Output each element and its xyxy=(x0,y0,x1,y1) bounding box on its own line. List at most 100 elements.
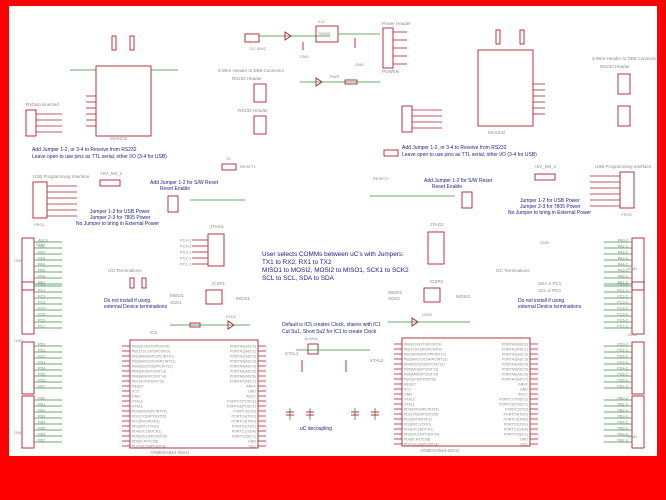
mcu-pin-label: PORTC5(TDI) xyxy=(505,407,528,411)
usb-jumper-right-c: No Jumper to bring in External Power xyxy=(508,210,591,216)
mcu-pin-label: PD5(OC1A/PCINT29) xyxy=(132,434,167,438)
usb-jumper-right-a: Jumper 1-2 for USB Power xyxy=(520,198,580,204)
mcu-pin-label: PORTC2(TCK) xyxy=(504,422,528,426)
cap-c3 xyxy=(111,35,117,51)
rs232-tx-header xyxy=(253,115,267,135)
rs232-rx-label: RX232 Header xyxy=(238,108,268,113)
crystal xyxy=(307,343,319,355)
port-pin-label: PD7 xyxy=(38,384,45,388)
scl-pc0-label: SCL-2 PC0 xyxy=(538,288,561,293)
port-pin-label: PB5-2 xyxy=(617,426,628,430)
i2c-resistor-left-b xyxy=(141,277,147,289)
db9-right-title: 3-Wire Header to DB9 Connector xyxy=(592,56,659,61)
gnd-label: GND xyxy=(14,258,23,263)
mcu-pin-label: PD7(OC2A/PCINT31) xyxy=(404,442,439,446)
mcu-pin-label: PORTA7(ADC7) xyxy=(502,377,528,381)
power-diode xyxy=(284,31,292,41)
mcu-pin-label: PD4(OC1B/XCK1) xyxy=(404,427,434,431)
mcu-pin-label: PORTC6(TOSC1) xyxy=(227,404,256,408)
port-pin-label: PD7-2 xyxy=(617,384,628,388)
led2-label: LED2 xyxy=(422,312,433,317)
crystal-frequency: 16 MHz xyxy=(304,336,318,341)
mcu-pin-label: PORTC1(SDA) xyxy=(504,427,528,431)
pwr-led-label: PWR xyxy=(330,74,339,79)
port-pin-label: PC4-2 xyxy=(617,306,628,310)
mcu-pin-label: PORTA2(ADC2) xyxy=(502,352,528,356)
mcu-pin-label: PB5(MOSI/PCINT13) xyxy=(132,369,166,373)
mcu-pin-label: PORTC6(TOSC1) xyxy=(499,402,528,406)
mcu-pin-label: VCC xyxy=(404,387,412,391)
port-pin-label: PB2 xyxy=(38,408,45,412)
plus5-sel-left: +5V_Sel_1 xyxy=(100,171,123,176)
mcu-pin-label: PB5(MOSI/PCINT13) xyxy=(404,367,438,371)
port-pin-label: PD0-2 xyxy=(617,342,628,346)
cap-c4 xyxy=(129,35,135,51)
port-header xyxy=(631,237,645,291)
mcu-pin-label: PB2(AIN0/INT2/PCINT10) xyxy=(404,352,446,356)
sw-reset-left: Add Jumper 1-2 for S/W Reset xyxy=(150,180,219,186)
mcu-pin-label: PB3(AIN1/OC0A/PCINT11) xyxy=(404,357,447,361)
mcu-pin-label: PB2(AIN0/INT2/PCINT10) xyxy=(132,354,174,358)
usb-jumper-left-a: Jumper 1-2 for USB Power xyxy=(90,209,150,215)
mcu-pin-label: PORTA1(ADC1) xyxy=(230,349,256,353)
mcu-pin-label: GND xyxy=(132,394,140,398)
mcu-pin-label: PD4(OC1B/XCK1) xyxy=(132,429,162,433)
comms-note-3: MISO1 to MOSI2, MOSI2 to MISO1, SCK1 to … xyxy=(262,267,409,274)
reset-switch-right xyxy=(383,149,399,157)
comms-note-2: TX1 to RX2, RX1 to TX2 xyxy=(262,259,332,266)
mcu-pin-label: RESET xyxy=(404,382,417,386)
port-pin-label: PA5 xyxy=(38,268,45,272)
mcu-pin-label: PB1(T1/CLKO/PCINT9) xyxy=(404,347,442,351)
port-pin-label: PC0 xyxy=(38,282,45,286)
cap-c6 xyxy=(519,29,525,45)
usb-jumper-left-b: Jumper 2-3 for 7805 Power xyxy=(90,215,151,221)
port-pin-label: PC1-2 xyxy=(617,288,628,292)
xtal1-label: XTAL1 xyxy=(285,351,299,356)
gnd-label: GND xyxy=(540,240,549,245)
mcu-pin-label: RESET xyxy=(132,384,145,388)
power-section: DC-5002 IC4 78M05 GND GND Power Header P… xyxy=(244,19,411,87)
rx-select-header-right xyxy=(401,105,413,133)
port-pin-label: PB4-2 xyxy=(617,420,628,424)
mcu-pin-label: PORTC3(TMS) xyxy=(232,419,257,423)
mcu-pin-label: PORTA5(ADC5) xyxy=(502,367,528,371)
port-pin-label: PA1-2 xyxy=(618,244,628,248)
mcu-pin-label: PORTC0(SCL) xyxy=(504,432,528,436)
prg1-label: PRG1 xyxy=(34,222,46,227)
icsp1-header xyxy=(205,289,223,305)
mcu-pin-label: PORTA4(ADC4) xyxy=(502,362,528,366)
led1-label: LED1 xyxy=(226,314,237,319)
mcu-right-chip xyxy=(401,337,531,447)
port-pin-label: PC7 xyxy=(38,324,45,328)
power-select-left xyxy=(99,179,121,187)
mcu-pin-label: AVCC xyxy=(246,394,256,398)
jtag2-label: JTAG2 xyxy=(430,222,444,227)
port-pin-label: PA4 xyxy=(38,262,45,266)
jtag-pin-label: PC3-1 xyxy=(180,250,192,255)
port-pin-label: PB7 xyxy=(38,438,45,442)
rx-select-pins-left xyxy=(36,113,62,133)
port-pin-label: PC2-2 xyxy=(617,294,628,298)
port-pin-label: PC6-2 xyxy=(617,318,628,322)
port-pin-label: PA4-2 xyxy=(618,262,628,266)
jumper-note-right-a: Add Jumper 1-2, or 3-4 to Receive from R… xyxy=(402,145,507,151)
max232-right-pins xyxy=(533,83,545,115)
mcu-pin-label: PB0(XCK0/T0/PCINT8) xyxy=(132,344,170,348)
vreg-label: IC4 xyxy=(318,19,325,24)
mcu-pin-label: PB6(MISO/PCINT14) xyxy=(132,374,166,378)
power-header-title: Power Header xyxy=(382,21,411,26)
mcu-pin-label: VCC xyxy=(520,442,528,446)
power-header xyxy=(382,27,394,69)
mcu-pin-label: PD1(TXD0/PCINT25) xyxy=(132,414,166,418)
port-header xyxy=(21,237,35,291)
db9-left-sub: RS232 Header xyxy=(232,76,262,81)
port-pin-label: PD0 xyxy=(38,342,45,346)
jtag-pin-label: PC5-1 xyxy=(180,244,192,249)
usb-left-header xyxy=(32,181,48,219)
mcu-pin-label: PB4(SS/OC0B/PCINT12) xyxy=(404,362,445,366)
jtag-pin-label: PC2-1 xyxy=(180,256,192,261)
port-header xyxy=(631,395,645,449)
mcu-pin-label: PORTA3(ADC3) xyxy=(502,357,528,361)
mcu-pin-label: PD0(RXD0/PCINT24) xyxy=(404,407,439,411)
mosi2-label: MOSI2 xyxy=(456,294,471,299)
